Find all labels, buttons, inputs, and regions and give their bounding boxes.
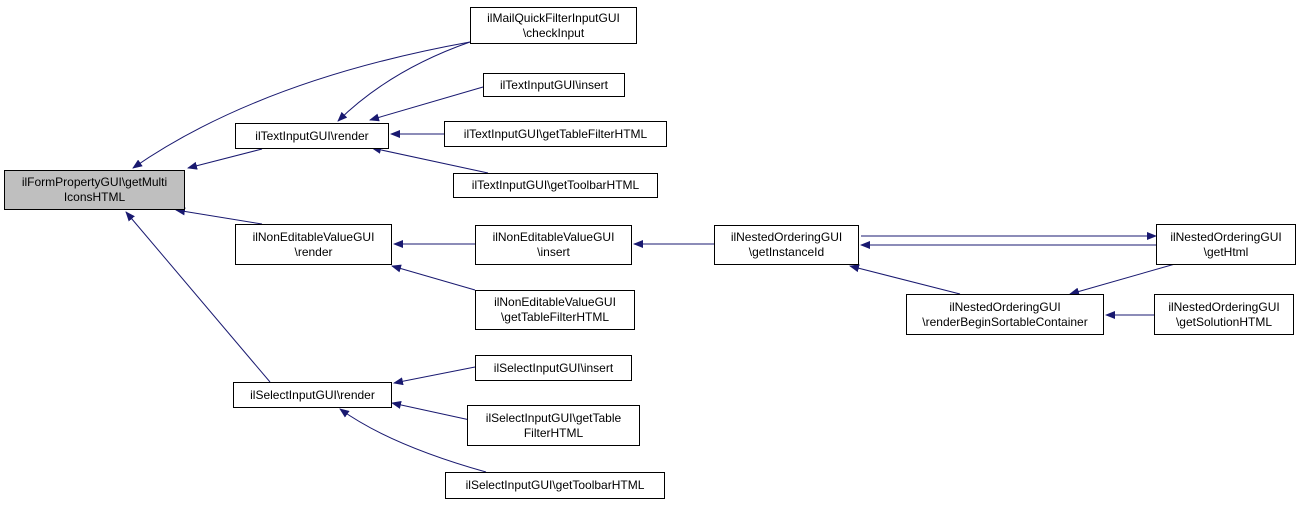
node-text-render[interactable]: ilTextInputGUI\render (235, 123, 389, 149)
node-nested-renderbegin[interactable]: ilNestedOrderingGUI\renderBeginSortableC… (906, 294, 1104, 335)
node-label-line: \checkInput (522, 25, 585, 40)
node-nested-getinstanceid[interactable]: ilNestedOrderingGUI\getInstanceId (714, 225, 859, 265)
node-label-line: \renderBeginSortableContainer (922, 314, 1088, 329)
node-label-line: FilterHTML (523, 425, 584, 440)
node-label-line: \render (294, 244, 333, 259)
node-label-line: \getHtml (1203, 244, 1249, 259)
node-label-line: \getTableFilterHTML (500, 310, 610, 324)
node-text-gettablefilter[interactable]: ilTextInputGUI\getTableFilterHTML (444, 121, 667, 147)
node-label-line: ilSelectInputGUI\getTable (485, 410, 622, 425)
node-label-line: ilSelectInputGUI\render (250, 387, 375, 402)
node-label-line: ilNonEditableValueGUI (492, 230, 615, 244)
node-label-line: ilSelectInputGUI\insert (493, 360, 614, 375)
node-nested-gethtml[interactable]: ilNestedOrderingGUI\getHtml (1156, 224, 1296, 265)
node-label-line: ilTextInputGUI\getTableFilterHTML (463, 126, 648, 141)
node-label-line: \getInstanceId (748, 245, 825, 259)
node-nested-getsolution[interactable]: ilNestedOrderingGUI\getSolutionHTML (1154, 294, 1294, 335)
node-label-line: ilNonEditableValueGUI (494, 295, 616, 309)
edge-text_insert-to-text_render (369, 86, 484, 122)
node-select-gettoolbar[interactable]: ilSelectInputGUI\getToolbarHTML (445, 472, 665, 499)
node-label-line: \insert (537, 245, 570, 259)
edge-text_gettoolbar-to-text_render (371, 145, 489, 174)
edge-noneditable_gettablefilter-to-noneditable_render (391, 264, 476, 291)
edge-nested_renderbegin-to-nested_getinstanceid (849, 264, 961, 295)
node-mail-checkinput[interactable]: ilMailQuickFilterInputGUI\checkInput (470, 7, 637, 44)
node-select-insert[interactable]: ilSelectInputGUI\insert (475, 355, 632, 381)
node-label-line: ilTextInputGUI\render (255, 128, 369, 143)
edge-mail_checkinput-to-root (132, 41, 471, 169)
node-label-line: ilNestedOrderingGUI (1168, 299, 1280, 314)
edge-noneditable_render-to-root (175, 207, 263, 225)
edge-select_insert-to-select_render (393, 366, 476, 386)
edge-text_render-to-root (187, 148, 263, 170)
node-select-render[interactable]: ilSelectInputGUI\render (233, 382, 392, 408)
node-label-line: \getSolutionHTML (1175, 314, 1273, 329)
edge-select_render-to-root (125, 211, 271, 383)
node-label-line: ilNestedOrderingGUI (949, 299, 1061, 314)
node-text-gettoolbar[interactable]: ilTextInputGUI\getToolbarHTML (453, 173, 658, 198)
node-label-line: ilSelectInputGUI\getToolbarHTML (465, 478, 645, 492)
node-label-line: IconsHTML (63, 190, 126, 204)
node-label-line: ilNestedOrderingGUI (1170, 229, 1282, 244)
edge-select_gettablefilter-to-select_render (391, 401, 471, 421)
node-label-line: ilNonEditableValueGUI (252, 229, 375, 244)
node-label-line: ilTextInputGUI\getToolbarHTML (471, 178, 640, 192)
node-label-line: ilMailQuickFilterInputGUI (487, 10, 620, 25)
node-label-line: ilFormPropertyGUI\getMulti (21, 175, 168, 189)
node-noneditable-render[interactable]: ilNonEditableValueGUI\render (235, 224, 392, 265)
edge-mail_checkinput-to-text_render (337, 41, 471, 122)
node-noneditable-gettablefilter[interactable]: ilNonEditableValueGUI\getTableFilterHTML (475, 290, 635, 330)
node-label-line: ilNestedOrderingGUI (730, 230, 843, 244)
edge-nested_gethtml-to-nested_renderbegin (1069, 263, 1176, 296)
edge-select_gettoolbar-to-select_render (339, 408, 487, 473)
node-label-line: ilTextInputGUI\insert (499, 77, 609, 92)
node-text-insert[interactable]: ilTextInputGUI\insert (483, 73, 625, 97)
node-noneditable-insert[interactable]: ilNonEditableValueGUI\insert (475, 225, 632, 265)
